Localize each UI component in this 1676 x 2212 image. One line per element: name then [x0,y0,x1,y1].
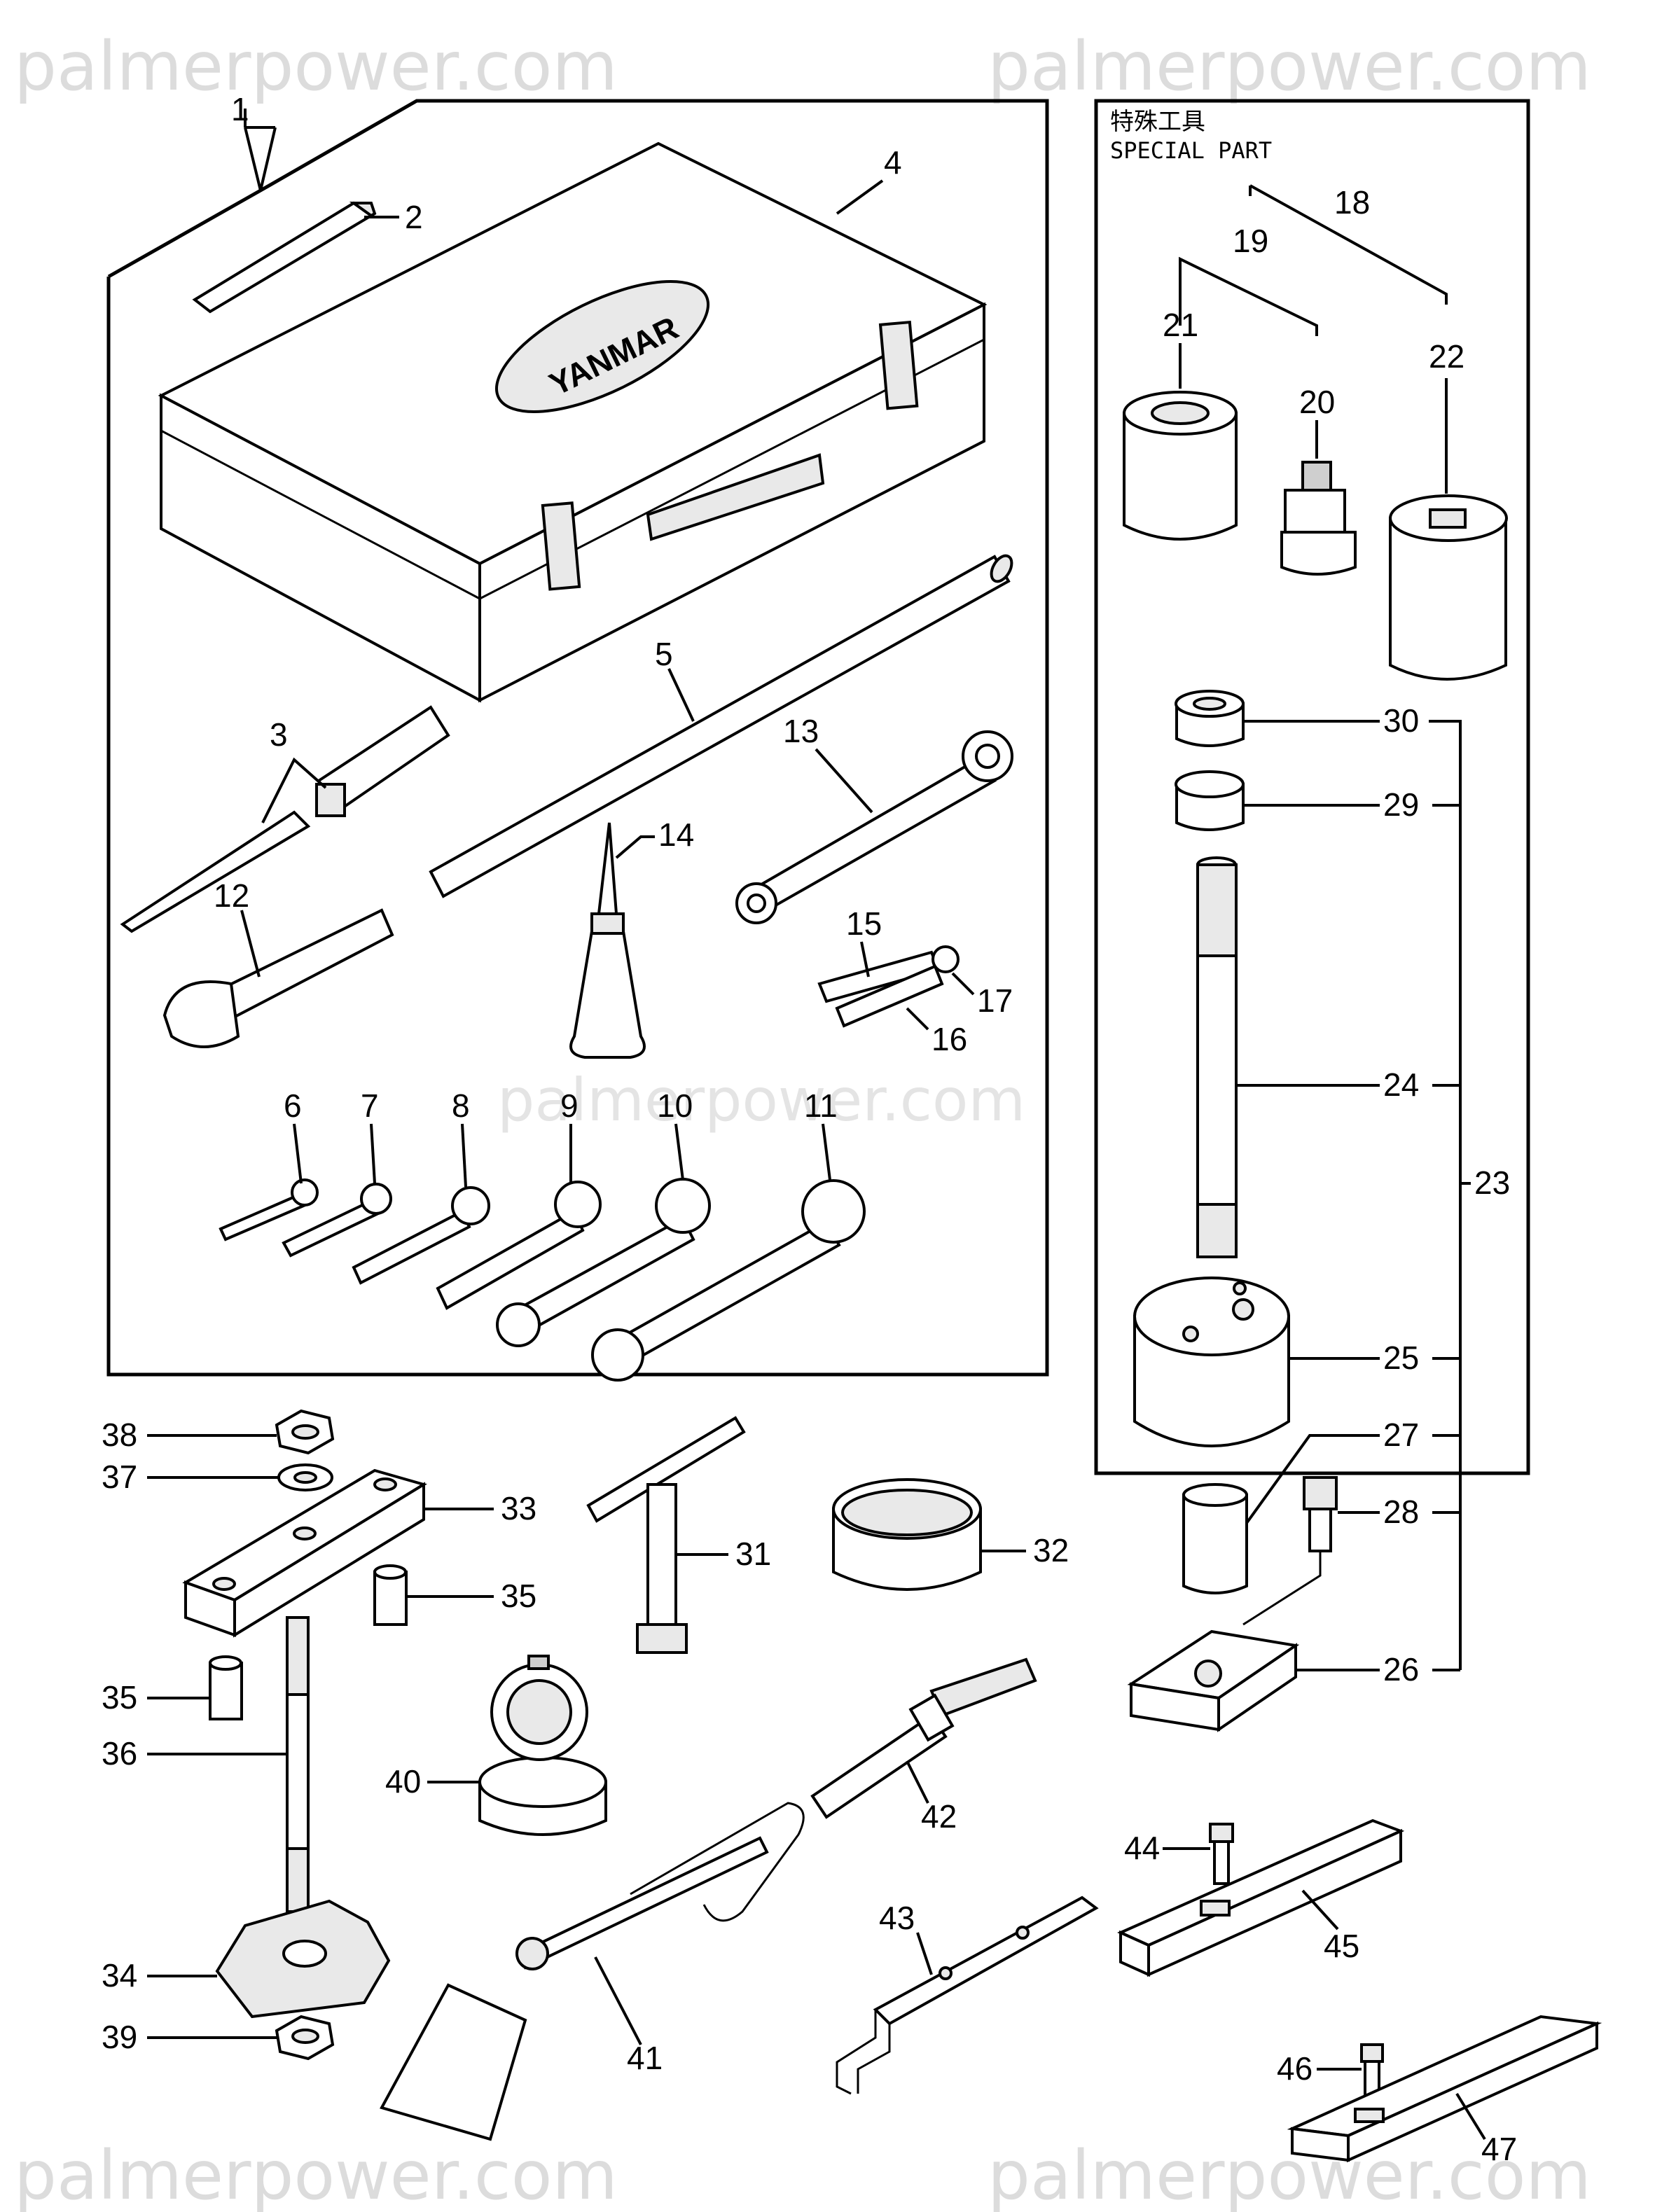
part-36-stud [286,1616,310,1913]
callout-22: 22 [1429,338,1464,375]
callout-32: 32 [1033,1532,1069,1568]
part-21-socket [1123,391,1238,541]
callout-35b: 35 [102,1679,137,1716]
part-40-dial-gauge [478,1655,607,1836]
part-2-key [192,201,377,314]
part-12-adjustable-wrench [162,908,394,1048]
callout-7: 7 [361,1087,379,1124]
part-13-box-wrench [735,730,1013,924]
callout-46: 46 [1277,2050,1313,2087]
callout-13: 13 [783,713,819,749]
watermark-bottom-right: palmerpower.com [988,2136,1591,2212]
part-33-bar [182,1468,427,1638]
callout-42: 42 [921,1798,957,1835]
part-38-nut [275,1409,335,1455]
part-43-bracket [836,1895,1099,2095]
callout-30: 30 [1383,702,1419,739]
callout-5: 5 [655,636,673,672]
callout-6: 6 [284,1087,302,1124]
part-41-scraper [380,1802,805,2141]
callout-37: 37 [102,1459,137,1495]
part-26-block [1127,1629,1300,1732]
part-8-wrench [352,1186,490,1285]
part-22-square-socket [1389,494,1508,681]
callout-29: 29 [1383,786,1419,823]
part-5-bar [429,554,1013,898]
callout-4: 4 [884,144,902,181]
callout-16: 16 [932,1021,967,1057]
callout-33: 33 [501,1490,536,1526]
callout-14: 14 [658,816,694,853]
callout-18: 18 [1334,184,1370,221]
part-45-arm [1117,1818,1405,1977]
part-7-wrench [282,1183,392,1258]
part-9-wrench [436,1181,602,1310]
part-35-spacer-a [373,1564,408,1626]
callout-41: 41 [627,2040,663,2076]
part-11-wrench [591,1179,866,1382]
watermark-top-left: palmerpower.com [14,27,618,106]
part-30-ring [1175,690,1245,747]
callout-27: 27 [1383,1417,1419,1453]
part-29-ring [1175,770,1245,831]
callout-25: 25 [1383,1340,1419,1376]
part-42-micrometer [810,1657,1037,1819]
part-32-collar [832,1478,982,1591]
part-34-plate [215,1899,391,2019]
callout-23: 23 [1474,1164,1510,1201]
callout-3: 3 [270,716,288,753]
part-25-puller [1133,1277,1290,1447]
callout-28: 28 [1383,1494,1419,1530]
callout-17: 17 [977,982,1013,1019]
callout-47: 47 [1481,2131,1517,2167]
callout-15: 15 [846,905,882,942]
callout-1: 1 [231,91,249,127]
callout-43: 43 [879,1900,915,1936]
callout-31: 31 [735,1536,771,1572]
special-part-title-en: SPECIAL PART [1110,137,1272,164]
part-24-shaft [1196,856,1238,1258]
part-27-sleeve [1182,1483,1248,1594]
part-28-bolt [1303,1476,1338,1552]
special-part-title-jp: 特殊工具 [1110,108,1205,136]
part-46-screw [1360,2043,1384,2101]
callout-38: 38 [102,1417,137,1453]
callout-21: 21 [1163,307,1198,343]
callout-19: 19 [1233,223,1268,259]
callout-24: 24 [1383,1066,1419,1103]
callout-36: 36 [102,1735,137,1772]
callout-44: 44 [1124,1830,1160,1866]
part-15-16-17-gauges [817,945,960,1028]
watermark-center: palmerpower.com [497,1066,1025,1134]
callout-35a: 35 [501,1578,536,1614]
part-44-screw [1209,1823,1234,1885]
part-10-wrench [496,1178,711,1347]
callout-34: 34 [102,1957,137,1994]
callout-45: 45 [1324,1928,1359,1964]
callout-20: 20 [1299,384,1335,420]
part-47-arm [1287,2015,1602,2163]
special-part-frame [1094,99,1530,1475]
part-37-washer [277,1463,333,1491]
callout-8: 8 [452,1087,470,1124]
callout-39: 39 [102,2019,137,2055]
part-4-toolbox: YANMAR [158,141,988,703]
callout-9: 9 [560,1087,579,1124]
callout-2: 2 [405,199,423,235]
part-6-wrench [219,1178,319,1241]
callout-10: 10 [657,1087,693,1124]
part-39-nut [275,2015,335,2061]
part-3-screwdriver [120,705,450,933]
part-14-oil-can [569,822,646,1059]
callout-12: 12 [214,877,249,914]
part-31-t-handle [586,1416,746,1654]
part-35-spacer-b [209,1655,243,1720]
part-20-adapter [1280,461,1357,576]
watermark-bottom-left: palmerpower.com [14,2136,618,2212]
callout-40: 40 [385,1763,421,1800]
callout-26: 26 [1383,1651,1419,1688]
callout-11: 11 [804,1087,838,1124]
watermark-top-right: palmerpower.com [988,27,1591,106]
